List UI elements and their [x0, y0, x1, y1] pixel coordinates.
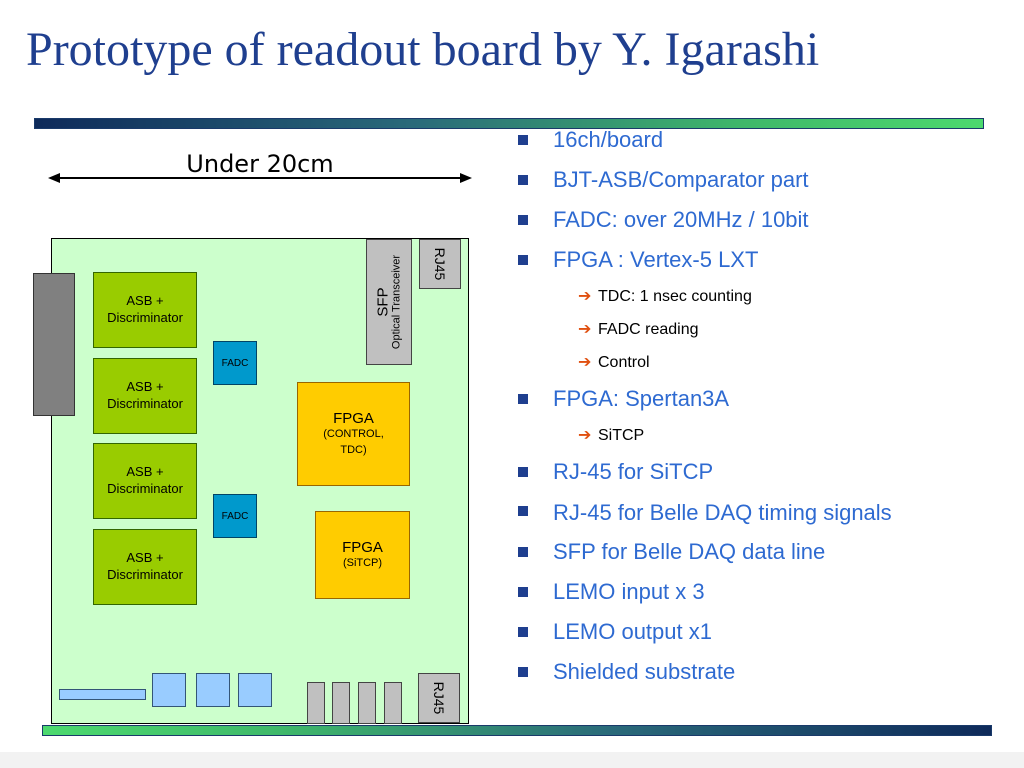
fadc-chip: FADC: [213, 494, 257, 538]
asb-discriminator-block: ASB +Discriminator: [93, 272, 197, 348]
arrow-right-icon: ➔: [578, 354, 592, 371]
asb-label-line2: Discriminator: [107, 567, 183, 582]
asb-discriminator-block: ASB +Discriminator: [93, 443, 197, 519]
fpga-sitcp-line1: (SiTCP): [342, 556, 383, 569]
lemo-connector: [238, 673, 272, 707]
sub-list-item: ➔ FADC reading: [515, 313, 955, 346]
arrow-right-icon: ➔: [578, 321, 592, 338]
timing-connector-pin: [384, 682, 402, 724]
fpga-control-line1: (CONTROL,: [323, 428, 384, 441]
rj45-connector-bottom: RJ45: [418, 673, 460, 723]
asb-label-line2: Discriminator: [107, 396, 183, 411]
list-item: LEMO output x1: [515, 612, 955, 652]
fpga-sitcp-title: FPGA: [342, 538, 383, 556]
sfp-optical-transceiver: SFP Optical Transceiver: [366, 239, 412, 365]
list-item: LEMO input x 3: [515, 572, 955, 612]
title-divider-bar: [34, 118, 984, 129]
list-item: Shielded substrate: [515, 652, 955, 692]
feature-list: 16ch/board BJT-ASB/Comparator part FADC:…: [515, 120, 955, 692]
sub-list-item-text: FADC reading: [598, 321, 699, 338]
asb-label-line2: Discriminator: [107, 310, 183, 325]
fadc-label: FADC: [221, 510, 249, 522]
fpga-sitcp-chip: FPGA (SiTCP): [315, 511, 410, 599]
sfp-sublabel: Optical Transceiver: [390, 254, 403, 350]
width-dimension-arrow: [48, 173, 472, 183]
list-item: RJ-45 for Belle DAQ timing signals: [515, 492, 955, 532]
fpga-control-line2: TDC): [340, 443, 367, 456]
sfp-label: SFP: [374, 287, 392, 317]
timing-connector-pin: [307, 682, 325, 724]
rj45-label: RJ45: [431, 681, 447, 715]
footer-divider-bar: [42, 725, 992, 736]
arrow-right-icon: ➔: [578, 288, 592, 305]
fadc-chip: FADC: [213, 341, 257, 385]
footer-strip: [0, 752, 1024, 768]
list-item: FPGA: Spertan3A: [515, 379, 955, 419]
sub-list-item: ➔ TDC: 1 nsec counting: [515, 280, 955, 313]
asb-discriminator-block: ASB +Discriminator: [93, 529, 197, 605]
list-item: FPGA : Vertex-5 LXT: [515, 240, 955, 280]
page-title: Prototype of readout board by Y. Igarash…: [26, 23, 820, 76]
fpga-control-title: FPGA: [333, 410, 374, 428]
flat-connector: [59, 689, 146, 700]
arrow-right-icon: ➔: [578, 427, 592, 444]
list-item: FADC: over 20MHz / 10bit: [515, 200, 955, 240]
width-dimension-label: Under 20cm: [186, 150, 334, 178]
asb-label-line1: ASB +: [126, 464, 164, 480]
asb-label-line1: ASB +: [126, 293, 164, 309]
lemo-connector: [196, 673, 230, 707]
asb-label-line1: ASB +: [126, 550, 164, 566]
timing-connector-pin: [332, 682, 350, 724]
edge-connector: [33, 273, 75, 416]
timing-connector-pin: [358, 682, 376, 724]
fpga-control-chip: FPGA (CONTROL, TDC): [297, 382, 410, 486]
sub-list-item: ➔ SiTCP: [515, 419, 955, 452]
lemo-connector: [152, 673, 186, 707]
list-item: SFP for Belle DAQ data line: [515, 532, 955, 572]
asb-label-line2: Discriminator: [107, 481, 183, 496]
sub-list-item-text: TDC: 1 nsec counting: [598, 288, 752, 305]
list-item: RJ-45 for SiTCP: [515, 452, 955, 492]
sub-list-item-text: SiTCP: [598, 427, 645, 444]
list-item: BJT-ASB/Comparator part: [515, 160, 955, 200]
asb-label-line1: ASB +: [126, 379, 164, 395]
rj45-label: RJ45: [432, 247, 448, 281]
list-item: 16ch/board: [515, 120, 955, 160]
sub-list-item-text: Control: [598, 354, 650, 371]
fadc-label: FADC: [221, 357, 249, 369]
sub-list-item: ➔ Control: [515, 346, 955, 379]
asb-discriminator-block: ASB +Discriminator: [93, 358, 197, 434]
rj45-connector-top: RJ45: [419, 239, 461, 289]
